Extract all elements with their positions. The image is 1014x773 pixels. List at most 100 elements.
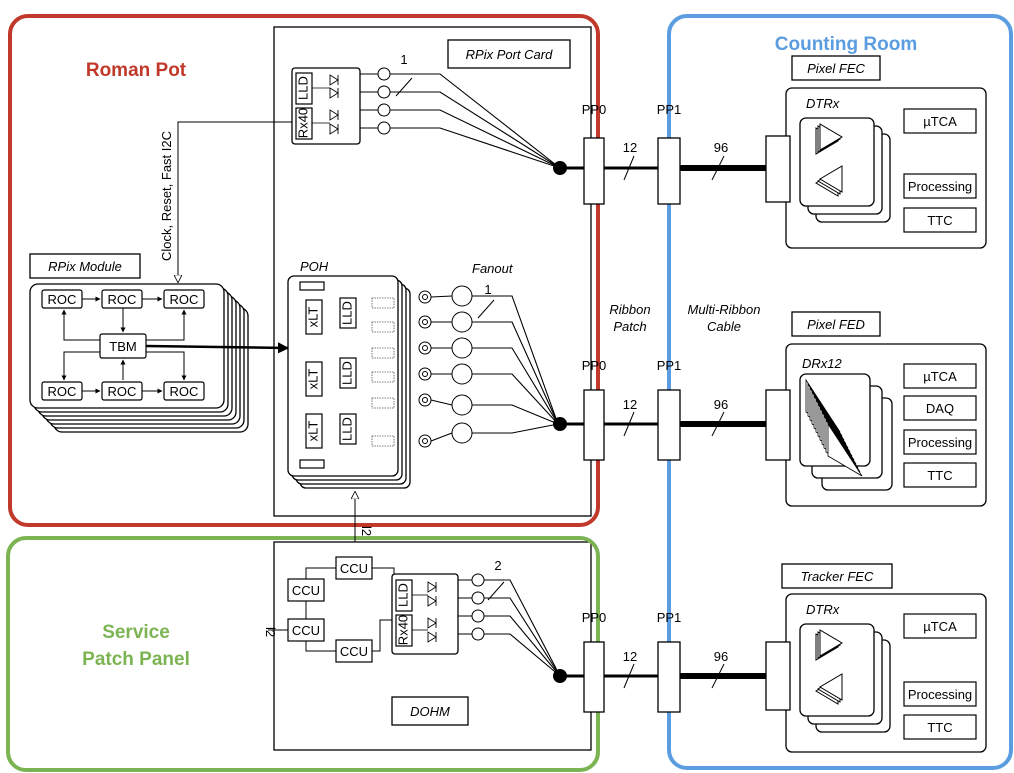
pixel-fec-title: Pixel FEC <box>807 61 865 76</box>
port-card-transceiver: LLD Rx40 <box>291 67 361 145</box>
pp1-label: PP1 <box>657 102 682 117</box>
tracker-fec-processing: Processing <box>908 687 972 702</box>
cable-count: 96 <box>714 649 728 664</box>
pixel-fed-ttc: TTC <box>927 468 952 483</box>
pixel-fed-daq: DAQ <box>926 401 954 416</box>
dohm-transceiver: LLD Rx40 <box>391 573 459 655</box>
dohm-lld: LLD <box>395 583 410 607</box>
dohm-fiber-connector <box>471 591 485 605</box>
module-title-box <box>29 253 141 279</box>
roc-chip-label: ROC <box>170 384 199 399</box>
ribbon-count: 12 <box>623 140 637 155</box>
counting-room-label: Counting Room <box>775 34 917 55</box>
pixel-fed-utca: µTCA <box>923 369 957 384</box>
dohm-title-box <box>391 696 469 726</box>
poh-connector-pad <box>299 281 325 291</box>
poh-fiber-outputs <box>371 290 432 448</box>
ribbon-patch-label-line1: Ribbon <box>609 302 650 317</box>
pp0-connector <box>583 137 605 205</box>
multi-ribbon-label-line2: Cable <box>707 319 741 334</box>
pp0-label: PP0 <box>582 358 607 373</box>
dohm-fibers <box>458 579 561 677</box>
poh-connector-pad <box>299 459 325 469</box>
service-patch-panel-label-line1: Service <box>102 622 170 643</box>
port-card-fiber-connector <box>377 121 391 135</box>
dohm-fiber-connector <box>471 573 485 587</box>
pixel-fed-processing: Processing <box>908 435 972 450</box>
poh-xlt: xLT <box>305 421 320 442</box>
dohm-fiber-connector <box>471 627 485 641</box>
dohm-ccu-ring <box>268 567 395 652</box>
dohm-ccu-label: CCU <box>292 623 320 638</box>
poh-lld: LLD <box>339 361 354 385</box>
pp0-label: PP0 <box>582 610 607 625</box>
dohm-left-label: l2 <box>263 627 278 637</box>
fanout-connectors <box>451 285 473 444</box>
port-card-fiber-connector <box>377 67 391 81</box>
pp0-connector <box>583 641 605 713</box>
port-card-rx40: Rx40 <box>295 108 310 138</box>
poh-lld: LLD <box>339 301 354 325</box>
port-card-fiber-connector <box>377 103 391 117</box>
pixel-fed-crate: Pixel FED DRx12 µTCA DAQ Processing TTC <box>765 311 987 507</box>
dohm-side-label: l2 <box>359 526 374 536</box>
pixel-fec-ttc: TTC <box>927 213 952 228</box>
pp1-connector <box>657 137 681 205</box>
ribbon-count: 12 <box>623 397 637 412</box>
fanout-fiber-count: 1 <box>484 282 491 297</box>
roc-chip <box>163 381 205 401</box>
tbm-chip-label: TBM <box>109 339 136 354</box>
tracker-fec-utca: µTCA <box>923 619 957 634</box>
roc-chip-label: ROC <box>108 292 137 307</box>
pixel-fec-card-label: DTRx <box>806 96 840 111</box>
pp1-label: PP1 <box>657 358 682 373</box>
fanout-fibers <box>430 295 559 442</box>
tracker-fec-crate: Tracker FEC DTRx µTCA Processing TTC <box>765 563 987 753</box>
cable-count: 96 <box>714 397 728 412</box>
multi-ribbon-label-line1: Multi-Ribbon <box>688 302 761 317</box>
roman-pot-region <box>8 14 600 527</box>
roc-chip <box>163 289 205 309</box>
tracker-fec-card-label: DTRx <box>806 602 840 617</box>
pp1-connector <box>657 389 681 461</box>
poh-title: POH <box>300 259 329 274</box>
cable-count: 96 <box>714 140 728 155</box>
dohm-fiber-count: 2 <box>494 558 501 573</box>
control-signal-line <box>178 121 292 282</box>
dohm-ccu-label: CCU <box>340 644 368 659</box>
ribbon-count: 12 <box>623 649 637 664</box>
dohm-fiber-connector <box>471 609 485 623</box>
roc-chip-label: ROC <box>170 292 199 307</box>
pp0-connector <box>583 389 605 461</box>
pp0-label: PP0 <box>582 102 607 117</box>
pixel-fed-card-label: DRx12 <box>802 356 843 371</box>
port-card-fiber-count: 1 <box>400 52 407 67</box>
port-card-title-box <box>447 39 571 69</box>
poh-xlt: xLT <box>305 369 320 390</box>
module-connections <box>61 296 187 394</box>
pixel-fec-utca: µTCA <box>923 114 957 129</box>
fanout-label: Fanout <box>472 261 514 276</box>
port-card-title: RPix Port Card <box>466 47 553 62</box>
tbm-to-poh-arrow <box>145 342 290 354</box>
roman-pot-label: Roman Pot <box>86 60 187 81</box>
pixel-fec-processing: Processing <box>908 179 972 194</box>
poh-lld: LLD <box>339 417 354 441</box>
control-signal-label: Clock, Reset, Fast I2C <box>159 131 174 261</box>
pixel-fed-title: Pixel FED <box>807 317 865 332</box>
dohm-ccu-label: CCU <box>292 583 320 598</box>
roc-chip-label: ROC <box>48 384 77 399</box>
roc-chip-label: ROC <box>108 384 137 399</box>
pixel-fec-crate: Pixel FEC DTRx µTCA Processing TTC <box>765 55 987 249</box>
module-title: RPix Module <box>48 259 122 274</box>
pp1-label: PP1 <box>657 610 682 625</box>
dohm-rx40: Rx40 <box>395 615 410 645</box>
tracker-fec-title: Tracker FEC <box>801 569 874 584</box>
roc-chip-label: ROC <box>48 292 77 307</box>
port-card-fibers <box>360 73 561 169</box>
tracker-fec-ttc: TTC <box>927 720 952 735</box>
port-card-fiber-connector <box>377 85 391 99</box>
service-patch-panel-label-line2: Patch Panel <box>82 649 190 670</box>
poh-xlt: xLT <box>305 307 320 328</box>
